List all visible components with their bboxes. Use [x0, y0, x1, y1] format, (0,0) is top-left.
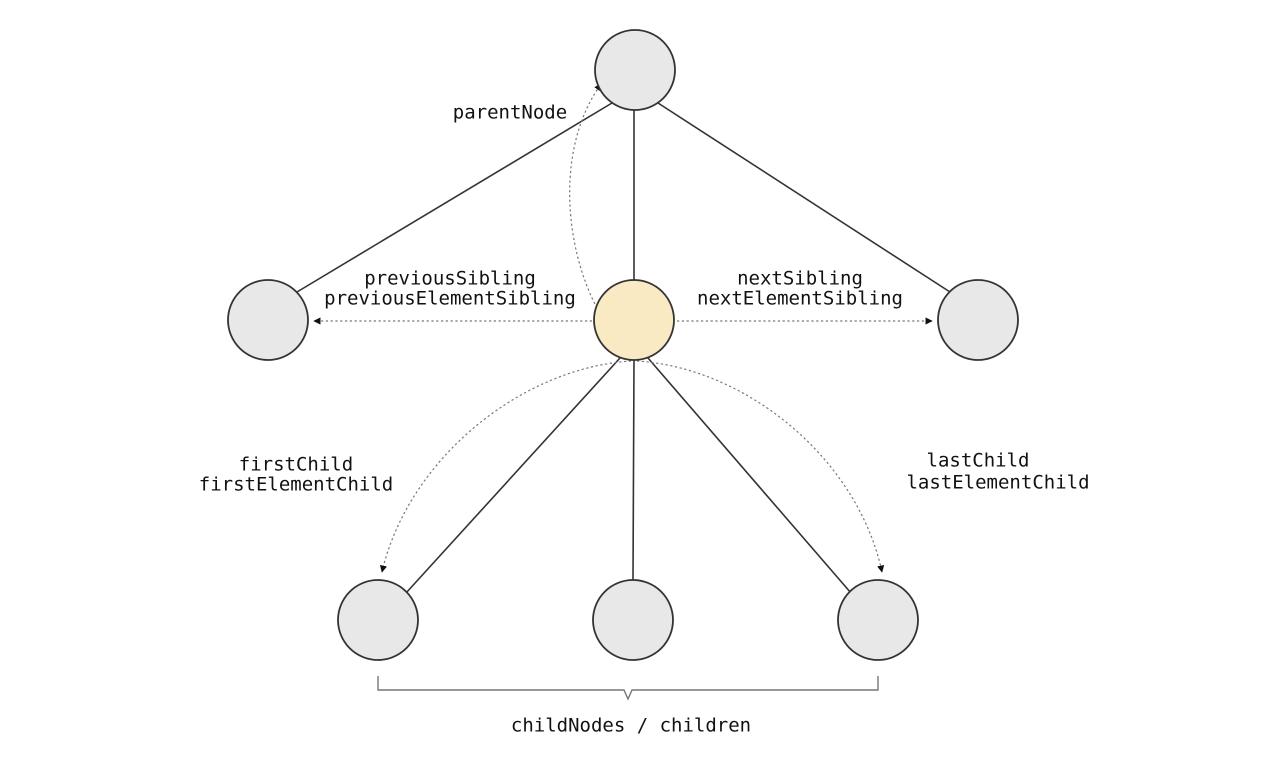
edge-current-to-middle-child	[632, 359, 635, 581]
next-sibling-circle[interactable]	[937, 279, 1019, 361]
parent-node-circle[interactable]	[594, 29, 676, 111]
current-node-circle[interactable]	[593, 279, 675, 361]
edge-root-to-next-sibling	[657, 102, 951, 293]
edge-current-to-last-child	[647, 357, 852, 594]
label-parent-node: parentNode	[453, 102, 567, 124]
first-child-circle[interactable]	[337, 579, 419, 661]
label-group: parentNode previousSibling previousEleme…	[199, 102, 1090, 737]
node-group	[227, 29, 1019, 661]
edge-current-to-first-child	[405, 357, 621, 594]
arrow-first-child	[379, 360, 632, 573]
label-next-sibling-line2: nextElementSibling	[697, 288, 903, 310]
label-previous-sibling-line1: previousSibling	[364, 268, 536, 290]
label-first-child-line1: firstChild	[239, 454, 353, 476]
bracket-path	[377, 676, 879, 701]
dotted-arrow-group	[313, 83, 933, 573]
middle-child-circle[interactable]	[592, 579, 674, 661]
label-last-child-line2: lastElementChild	[906, 472, 1089, 494]
last-child-circle[interactable]	[837, 579, 919, 661]
label-previous-sibling-line2: previousElementSibling	[324, 288, 576, 310]
previous-sibling-circle[interactable]	[227, 279, 309, 361]
label-child-nodes: childNodes / children	[511, 715, 751, 737]
arrow-parent-node	[569, 83, 602, 309]
child-nodes-bracket	[377, 676, 879, 701]
edge-root-to-previous-sibling	[296, 102, 613, 293]
label-next-sibling-line1: nextSibling	[737, 268, 863, 290]
arrow-last-child	[636, 360, 885, 573]
label-first-child-line2: firstElementChild	[199, 474, 393, 496]
solid-edge-group	[296, 102, 951, 594]
label-last-child-line1: lastChild	[927, 450, 1030, 472]
